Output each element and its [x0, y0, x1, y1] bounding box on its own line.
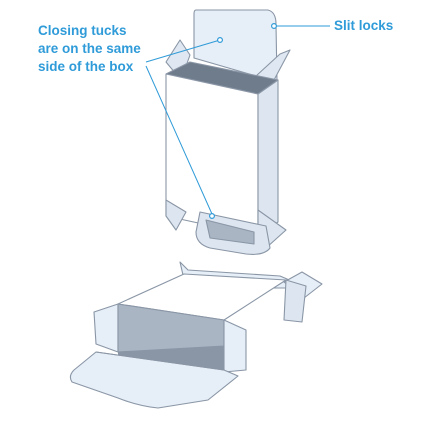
flat-carton — [69, 261, 323, 409]
closing-tucks-line-3: side of the box — [38, 59, 134, 74]
closing-tucks-dot-bottom — [209, 213, 216, 220]
annotation-leaders — [145, 25, 330, 215]
tray-right-panel — [283, 279, 307, 323]
closing-tucks-leader-1 — [145, 39, 221, 63]
tray-left-flap — [93, 303, 119, 353]
tray-right-front-flap — [223, 319, 247, 373]
tray-front-flap-crease — [95, 351, 225, 371]
bottom-dust-flap-left — [165, 199, 187, 231]
closing-tucks-line-2: are on the same — [38, 41, 141, 56]
bottom-tuck-inner — [205, 219, 255, 245]
annotation-dots — [209, 23, 278, 220]
closing-tucks-line-1: Closing tucks — [38, 23, 127, 38]
tray-front-flap — [69, 351, 239, 409]
slit-locks-label: Slit locks — [334, 18, 394, 33]
closing-tucks-leader-2 — [145, 65, 213, 215]
upright-carton — [165, 9, 291, 255]
closing-tucks-label: Closing tucks are on the same side of th… — [38, 22, 141, 76]
closing-tucks-dot-top — [217, 36, 224, 43]
carton-side-panel — [257, 79, 279, 237]
slit-locks-dot — [271, 23, 278, 30]
